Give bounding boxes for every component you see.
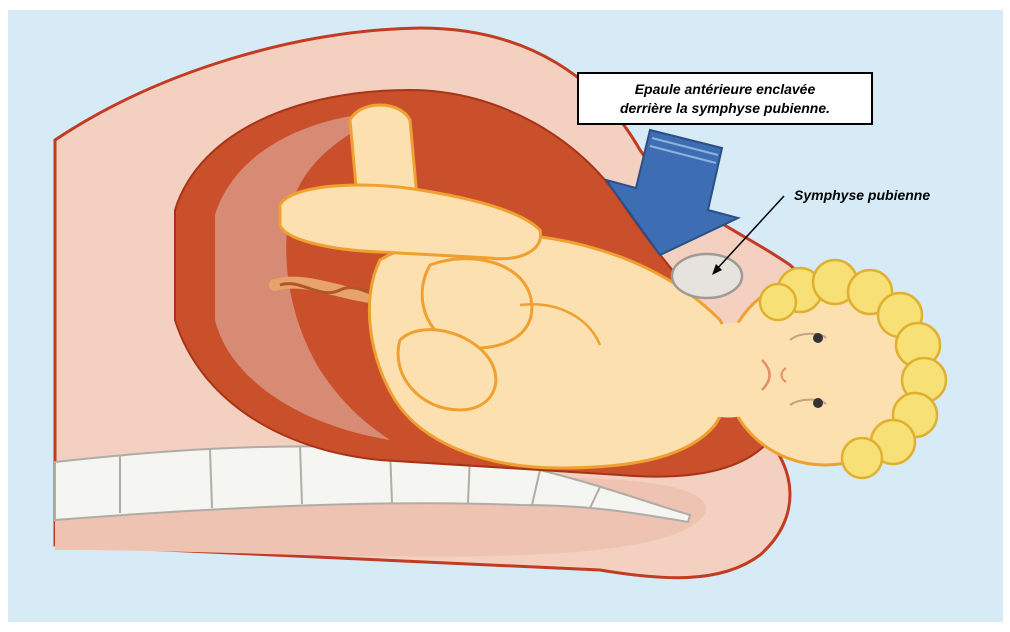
- callout-line-1: Epaule antérieure enclavée: [635, 80, 816, 99]
- pubic-symphysis: [672, 254, 742, 298]
- baby-neck: [700, 323, 760, 418]
- symphysis-label: Symphyse pubienne: [794, 186, 930, 204]
- callout-box: Epaule antérieure enclavée derrière la s…: [577, 72, 873, 125]
- callout-line-2: derrière la symphyse pubienne.: [620, 99, 830, 118]
